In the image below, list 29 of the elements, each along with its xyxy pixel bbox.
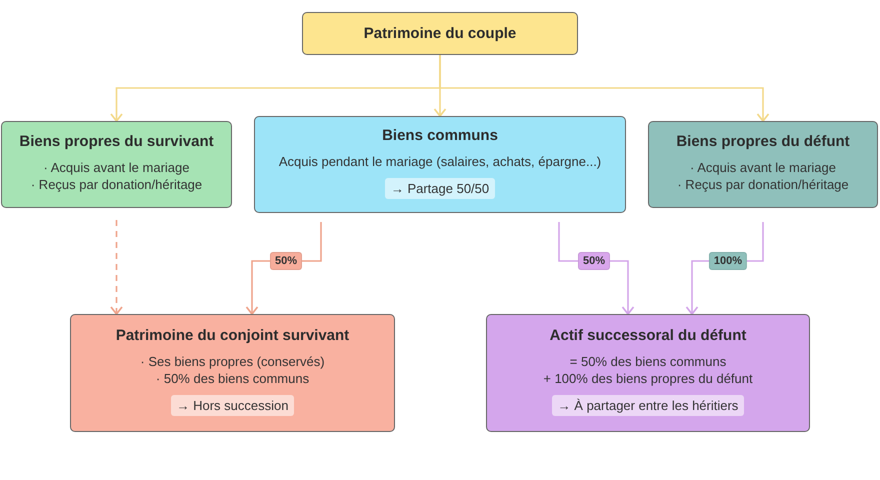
arrow xyxy=(439,55,770,122)
box-title: Actif successoral du défunt xyxy=(550,326,746,344)
box-title: Biens communs xyxy=(382,126,498,144)
box-text: + 100% des biens propres du défunt xyxy=(543,370,753,386)
arrow xyxy=(110,220,123,315)
process-box xyxy=(486,314,810,432)
box-text: · Ses biens propres (conservés) xyxy=(140,352,325,370)
process-box xyxy=(648,121,878,208)
process-box xyxy=(70,314,395,432)
result-tag: → Hors succession xyxy=(170,394,294,416)
box-text: = 50% des biens communs xyxy=(570,352,726,370)
process-box xyxy=(254,116,626,213)
box-title: Biens propres du survivant xyxy=(19,132,214,150)
result-tag: → À partager entre les héritiers xyxy=(552,394,744,416)
box-text: · Reçus par donation/héritage xyxy=(677,176,849,192)
box-text: · Acquis avant le mariage xyxy=(690,158,836,176)
box-title: Biens propres du défunt xyxy=(676,132,850,150)
edge-label: 100% xyxy=(708,252,748,270)
box-text: · 50% des biens communs xyxy=(156,370,310,386)
edge-label: 50% xyxy=(578,252,610,270)
edge-label: 50% xyxy=(270,252,302,270)
box-text: · Reçus par donation/héritage xyxy=(30,176,202,192)
box-title: Patrimoine du conjoint survivant xyxy=(116,326,350,344)
box-title: Patrimoine du couple xyxy=(364,25,516,42)
box-text: · Acquis avant le mariage xyxy=(44,158,190,176)
box-text: Acquis pendant le mariage (salaires, achats, épargne...) xyxy=(278,152,602,170)
process-box xyxy=(1,121,232,208)
result-tag: → Partage 50/50 xyxy=(384,178,496,198)
process-box xyxy=(302,12,578,55)
